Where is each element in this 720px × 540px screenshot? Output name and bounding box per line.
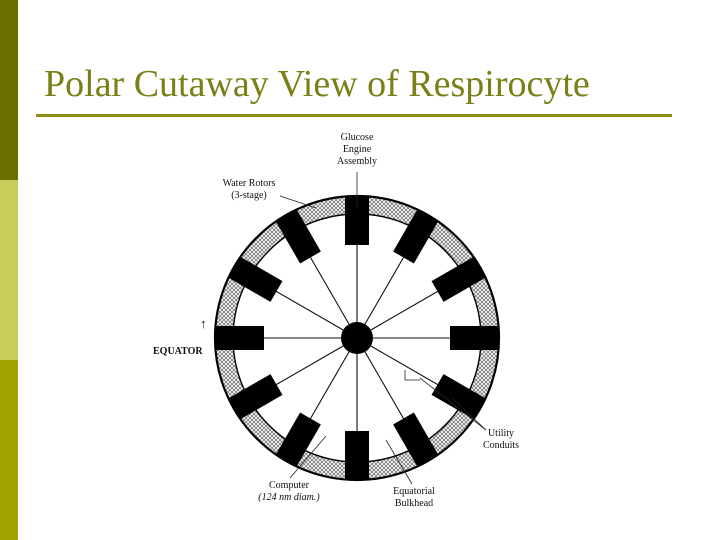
computer-leader — [289, 435, 327, 479]
label-utility-line2: Conduits — [482, 440, 520, 451]
slide-title: Polar Cutaway View of Respirocyte — [44, 63, 590, 105]
label-computer-size: (124 nm diam.) — [258, 492, 320, 503]
label-computer-line1: Computer — [269, 480, 309, 491]
label-glucose-line2: Engine — [342, 144, 372, 155]
computer-hub — [341, 322, 373, 354]
water-leader — [279, 195, 317, 209]
label-utility-line1: Utility — [487, 428, 515, 439]
equator-arrow: ↑ — [200, 316, 207, 331]
bulkhead-leader — [385, 439, 413, 485]
side-bar-segment-middle — [0, 180, 18, 360]
rotor-block — [393, 412, 438, 467]
label-computer: Computer (124 nm diam.) — [246, 480, 332, 504]
rotor-block — [393, 209, 438, 264]
label-glucose-engine: Glucose Engine Assembly — [322, 132, 392, 168]
side-bar-segment-top — [0, 0, 18, 180]
utility-bracket — [404, 370, 420, 381]
rotor-block — [216, 326, 264, 350]
side-bar-segment-bottom — [0, 360, 18, 540]
label-bulkhead-line2: Bulkhead — [394, 498, 434, 509]
rotor-block — [228, 257, 283, 302]
label-glucose-line1: Glucose — [340, 132, 374, 143]
label-leader-lines — [279, 172, 487, 485]
rotor-block — [345, 197, 369, 245]
label-bulkhead-line1: Equatorial — [393, 486, 435, 497]
utility-leader — [419, 377, 487, 431]
utility-leader-2 — [451, 397, 487, 431]
label-glucose-line3: Assembly — [337, 156, 377, 167]
rotor-block — [276, 209, 321, 264]
title-underline — [36, 114, 672, 117]
label-water-line2: (3-stage) — [231, 190, 267, 201]
label-water-rotors: Water Rotors (3-stage) — [210, 178, 288, 202]
label-equator: EQUATOR — [153, 346, 203, 357]
rotor-block — [345, 431, 369, 479]
label-utility-conduits: Utility Conduits — [470, 428, 532, 452]
label-water-line1: Water Rotors — [222, 178, 276, 189]
rotor-block — [431, 257, 486, 302]
rotor-block — [431, 374, 486, 419]
label-equatorial-bulkhead: Equatorial Bulkhead — [382, 486, 446, 510]
side-accent-bar — [0, 0, 18, 540]
rotor-block — [228, 374, 283, 419]
rotor-blocks — [216, 197, 498, 479]
label-computer-line2: (124 nm diam.) — [246, 492, 332, 504]
rotor-block — [450, 326, 498, 350]
rotor-block — [276, 412, 321, 467]
